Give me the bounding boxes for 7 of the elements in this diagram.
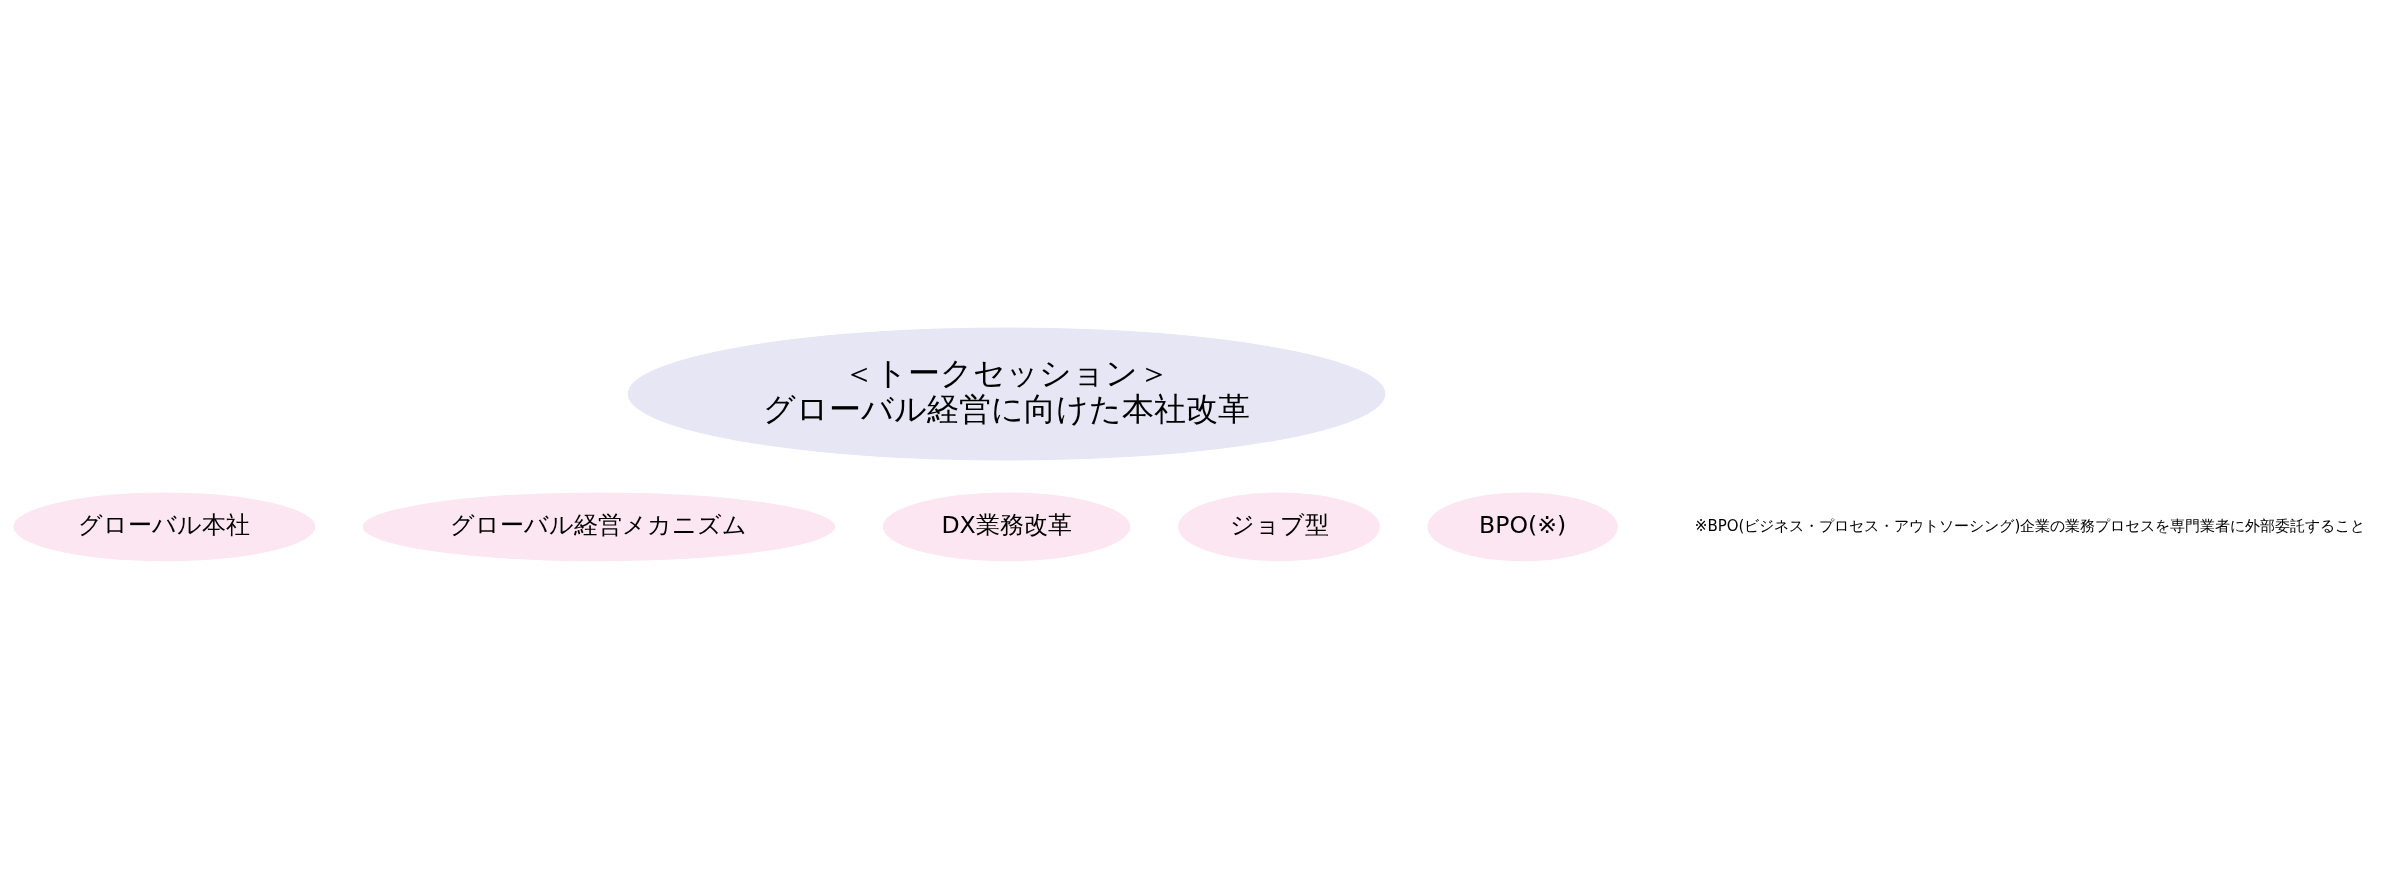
node-ellipse: グローバル経営メカニズム [361,491,837,563]
label: ※BPO(ビジネス・プロセス・アウトソーシング)企業の業務プロセスを専門業者に外部委託すること [1694,516,2366,535]
node-ellipse: DX業務改革 [881,491,1132,563]
node-ellipse: BPO(※) [1426,491,1619,563]
node-ellipse: ジョブ型 [1177,491,1381,563]
node-ellipse: グローバル本社 [12,491,317,563]
node-ellipse: ＜トークセッション＞ グローバル経営に向けた本社改革 [626,326,1387,462]
